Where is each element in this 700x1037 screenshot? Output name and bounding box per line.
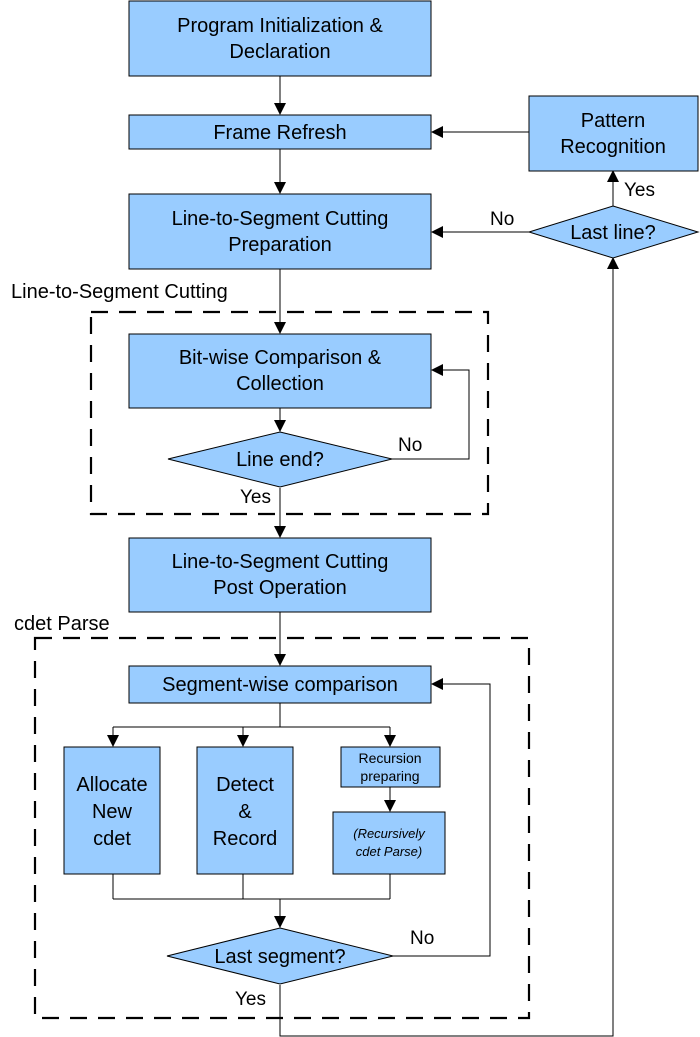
svg-text:Last line?: Last line?: [570, 222, 656, 244]
edge-lastsegment-yes-to-lastline: [279, 257, 619, 1037]
node-pattern-recognition: Pattern Recognition: [528, 95, 699, 172]
svg-text:Segment-wise comparison: Segment-wise comparison: [162, 674, 398, 696]
svg-text:Frame Refresh: Frame Refresh: [213, 122, 346, 144]
cdet-parse-group-label: cdet Parse: [14, 613, 110, 635]
node-segment-wise-comparison: Segment-wise comparison: [128, 665, 432, 704]
node-allocate-new-cdet: Allocate New cdet: [63, 746, 161, 875]
edge-lineend-no-loop: [392, 364, 470, 460]
node-recursive-cdet-parse: (Recursively cdet Parse): [332, 811, 446, 875]
svg-text:Recursion: Recursion: [358, 750, 421, 766]
line-cutting-group-frame: [89, 310, 490, 516]
svg-text:Line-to-Segment Cutting: Line-to-Segment Cutting: [172, 551, 389, 573]
svg-text:Detect: Detect: [216, 774, 274, 796]
svg-text:preparing: preparing: [360, 768, 419, 784]
node-line-end-decision: Line end?: [167, 431, 393, 488]
label-line-end-yes: Yes: [240, 487, 271, 508]
node-bitwise-comparison: Bit-wise Comparison & Collection: [128, 333, 432, 409]
svg-text:Collection: Collection: [236, 373, 324, 395]
svg-text:(Recursively: (Recursively: [353, 826, 426, 841]
cdet-parse-group-frame: [33, 636, 531, 1020]
svg-text:New: New: [92, 801, 133, 823]
svg-text:Allocate: Allocate: [76, 774, 147, 796]
svg-text:Last segment?: Last segment?: [214, 946, 345, 968]
node-frame-refresh: Frame Refresh: [128, 114, 432, 150]
edge-lastsegment-no-loop: [393, 678, 491, 957]
label-last-line-no: No: [490, 209, 514, 230]
svg-text:Record: Record: [213, 828, 277, 850]
svg-text:Preparation: Preparation: [228, 234, 331, 256]
svg-text:Bit-wise Comparison &: Bit-wise Comparison &: [179, 347, 382, 369]
svg-text:cdet: cdet: [93, 828, 131, 850]
svg-text:Program Initialization &: Program Initialization &: [177, 15, 383, 37]
node-detect-record: Detect & Record: [196, 746, 294, 875]
svg-text:Line-to-Segment Cutting: Line-to-Segment Cutting: [172, 208, 389, 230]
node-last-segment-decision: Last segment?: [166, 927, 394, 985]
node-cut-preparation: Line-to-Segment Cutting Preparation: [128, 193, 432, 270]
node-post-operation: Line-to-Segment Cutting Post Operation: [128, 537, 432, 613]
edges: [107, 76, 619, 1037]
label-last-line-yes: Yes: [624, 180, 655, 201]
svg-text:Recognition: Recognition: [560, 136, 666, 158]
line-cutting-group-label: Line-to-Segment Cutting: [11, 281, 228, 303]
node-init: Program Initialization & Declaration: [128, 0, 432, 77]
svg-text:&: &: [238, 801, 252, 823]
node-recursion-preparing: Recursion preparing: [340, 746, 441, 788]
label-last-segment-no: No: [410, 928, 434, 949]
svg-text:Line end?: Line end?: [236, 449, 324, 471]
svg-text:Pattern: Pattern: [581, 110, 645, 132]
svg-text:Post Operation: Post Operation: [213, 577, 346, 599]
label-last-segment-yes: Yes: [235, 989, 266, 1010]
node-last-line-decision: Last line?: [527, 205, 700, 259]
label-line-end-no: No: [398, 435, 422, 456]
svg-text:cdet Parse): cdet Parse): [356, 844, 422, 859]
svg-text:Declaration: Declaration: [229, 41, 330, 63]
